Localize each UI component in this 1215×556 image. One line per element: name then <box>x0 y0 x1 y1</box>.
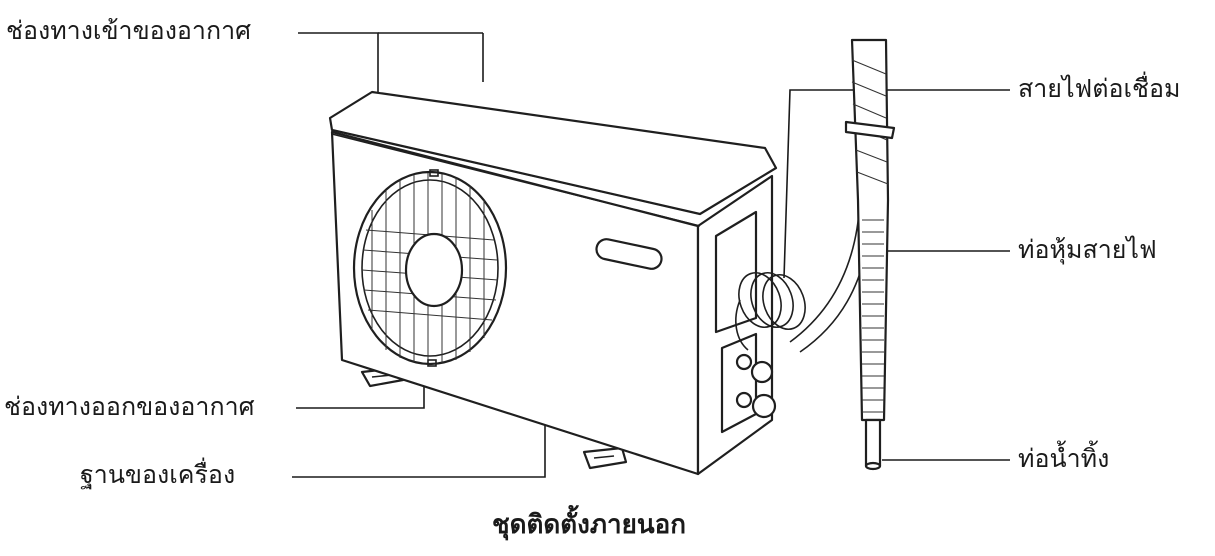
leader-connecting-cable <box>783 89 1010 279</box>
cable-coil <box>735 272 806 351</box>
leader-unit-base <box>292 425 546 478</box>
diagram-caption: ชุดติดตั้งภายนอก <box>492 510 686 540</box>
label-air-inlet: ช่องทางเข้าของอากาศ <box>6 16 251 45</box>
label-drain-pipe: ท่อน้ำทิ้ง <box>1018 444 1110 473</box>
label-connecting-cable: สายไฟต่อเชื่อม <box>1018 74 1181 103</box>
leader-lines <box>292 32 1010 478</box>
leader-air-inlet <box>298 32 379 92</box>
label-cable-conduit: ท่อหุ้มสายไฟ <box>1018 235 1157 264</box>
wrapped-pipe <box>844 38 896 471</box>
label-air-outlet: ช่องทางออกของอากาศ <box>4 392 255 421</box>
fan-grille <box>352 169 508 367</box>
label-unit-base: ฐานของเครื่อง <box>80 460 236 489</box>
